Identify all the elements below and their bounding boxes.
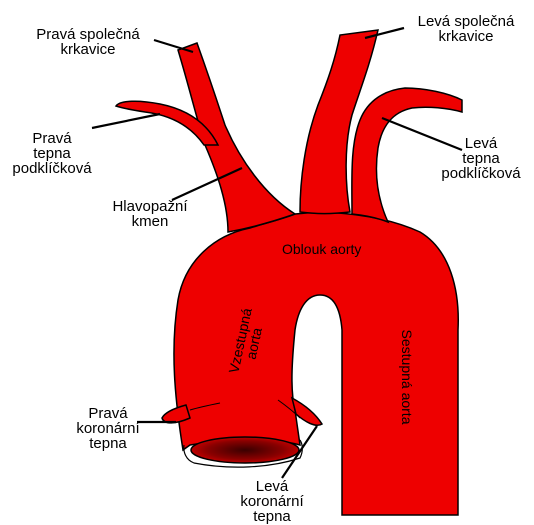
label-right-coronary: Pravá koronární tepna	[58, 406, 158, 451]
label-aortic-arch: Oblouk aorty	[282, 242, 402, 256]
label-brachiocephalic: Hlavopažní kmen	[100, 199, 200, 229]
label-left-subclavian: Levá tepna podklíčková	[428, 136, 534, 181]
leader-right-subclavian	[92, 114, 160, 128]
label-descending-aorta: Sestupná aorta	[400, 312, 414, 442]
label-right-common-carotid: Pravá společná krkavice	[14, 27, 162, 57]
aorta-body	[174, 213, 458, 515]
label-left-coronary: Levá koronární tepna	[222, 479, 322, 524]
right-coronary-artery	[162, 405, 190, 423]
label-right-subclavian: Pravá tepna podklíčková	[2, 131, 102, 176]
aortic-root-opening	[191, 437, 299, 463]
label-left-common-carotid: Levá společná krkavice	[396, 14, 534, 44]
